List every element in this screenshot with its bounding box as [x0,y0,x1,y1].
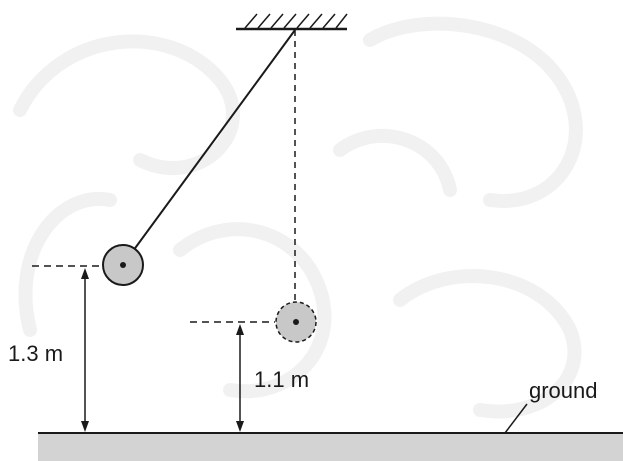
background-watermark [13,16,583,419]
pendulum-bob-start-center [120,262,126,268]
label-height-start: 1.3 m [8,341,63,366]
height-arrow-start [81,268,89,432]
label-ground: ground [529,378,598,403]
ceiling-support [236,13,348,31]
label-height-lowest: 1.1 m [254,367,309,392]
ground-label-leader [504,403,528,434]
pendulum-string [132,29,296,252]
pendulum-bob-lowest-center [293,319,299,325]
ground-surface [38,433,623,461]
height-arrow-lowest [236,324,244,432]
